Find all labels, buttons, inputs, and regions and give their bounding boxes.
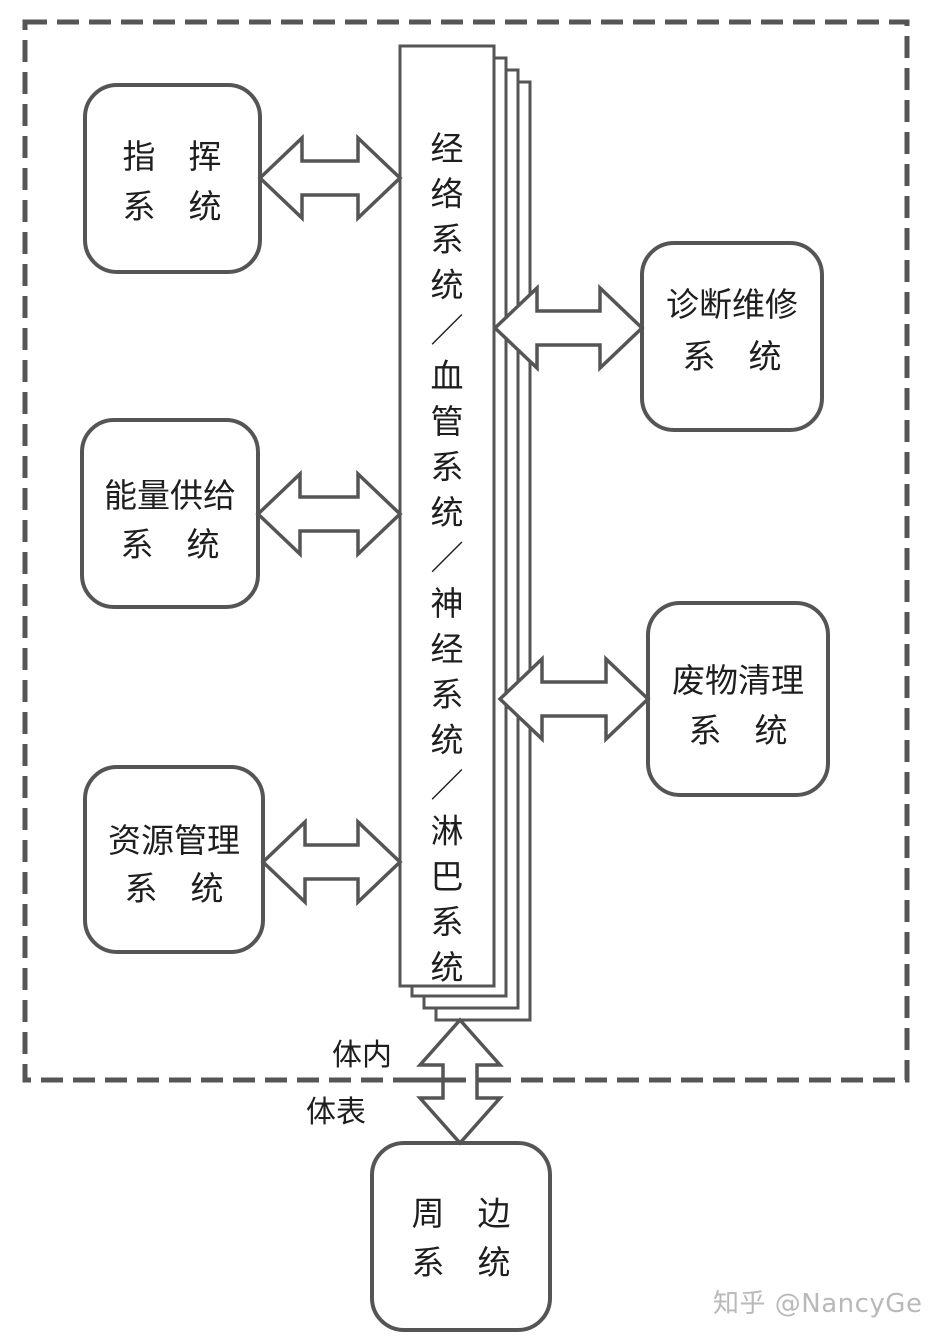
- diagnosis-repair-system-box[interactable]: 诊断维修 系 统: [640, 241, 824, 432]
- resource-line2: 系 统: [125, 869, 224, 908]
- peripheral-line1: 周 边: [412, 1194, 511, 1233]
- command-line2: 系 统: [123, 187, 222, 226]
- bus-label-char: 统: [431, 493, 464, 532]
- inside-body-label: 体内: [332, 1038, 392, 1073]
- waste-line1: 废物清理: [672, 661, 804, 700]
- bus-label-char: 络: [431, 175, 464, 214]
- energy-supply-system-box[interactable]: 能量供给 系 统: [80, 418, 260, 609]
- command-bus-double-arrow: [257, 133, 403, 223]
- resource-bus-double-arrow: [260, 817, 403, 907]
- command-system-box[interactable]: 指 挥 系 统: [83, 83, 262, 274]
- bus-label-char: 经: [431, 630, 464, 669]
- bus-label-char: 统: [431, 266, 464, 305]
- bus-diagnosis-double-arrow: [492, 283, 645, 373]
- bus-label-char: 统: [431, 948, 464, 987]
- bus-label-char: 巴: [431, 857, 464, 896]
- bus-label-char: ／: [431, 539, 464, 578]
- bus-label-char: ／: [431, 766, 464, 805]
- bus-label-char: 经: [431, 129, 464, 168]
- peripheral-system-box[interactable]: 周 边 系 统: [370, 1141, 552, 1332]
- bus-label-char: 神: [431, 584, 464, 623]
- connection-arrows: [255, 133, 651, 1146]
- resource-management-system-box[interactable]: 资源管理 系 统: [83, 765, 265, 954]
- bus-label-char: 系: [431, 220, 464, 259]
- waste-cleanup-system-box[interactable]: 废物清理 系 统: [646, 601, 830, 797]
- bus-waste-double-arrow: [497, 654, 651, 744]
- resource-line1: 资源管理: [108, 821, 240, 860]
- bus-label-char: 血: [431, 357, 464, 396]
- bus-front: [398, 44, 496, 988]
- energy-line1: 能量供给: [104, 476, 236, 515]
- watermark: 知乎 @NancyGe: [713, 1289, 923, 1319]
- diagnosis-line1: 诊断维修: [666, 285, 798, 324]
- peripheral-line2: 系 统: [412, 1243, 511, 1282]
- bus-label-char: 系: [431, 675, 464, 714]
- bus-label-char: ／: [431, 311, 464, 350]
- waste-line2: 系 统: [689, 711, 788, 750]
- body-surface-label: 体表: [306, 1095, 366, 1130]
- energy-line2: 系 统: [121, 525, 220, 564]
- bus-label-char: 系: [431, 903, 464, 942]
- energy-bus-double-arrow: [255, 469, 403, 559]
- command-line1: 指 挥: [123, 137, 222, 176]
- diagnosis-line2: 系 统: [683, 337, 782, 376]
- bus-label-char: 统: [431, 721, 464, 760]
- bus-label-char: 管: [431, 402, 464, 441]
- bus-label-char: 系: [431, 448, 464, 487]
- bus-label-char: 淋: [431, 812, 464, 851]
